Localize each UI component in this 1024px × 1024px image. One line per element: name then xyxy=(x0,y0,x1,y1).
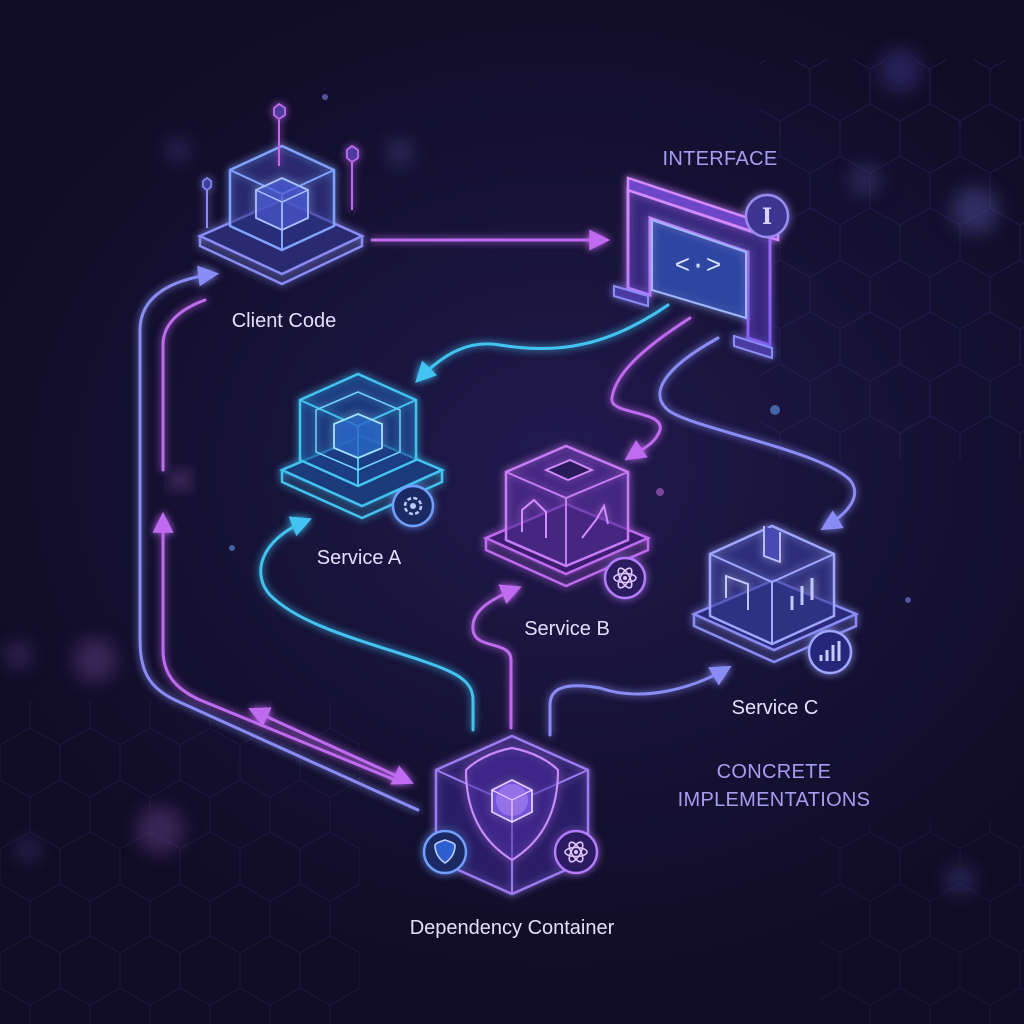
service-b-label: Service B xyxy=(524,618,610,640)
arrow-interface-to-service-a xyxy=(415,303,670,384)
arrow-container-to-service-b xyxy=(471,584,522,730)
arrow-container-to-service-a xyxy=(259,516,475,732)
arrow-interface-to-service-b xyxy=(610,316,692,461)
interface-badge-icon: I xyxy=(762,204,772,230)
client-code-label: Client Code xyxy=(232,310,337,332)
arrow-container-to-client-outer xyxy=(138,265,420,812)
arrow-client-to-container-head xyxy=(248,707,414,785)
service-a-label: Service A xyxy=(317,547,402,569)
interface-label: INTERFACE xyxy=(663,148,778,170)
client-code-node[interactable] xyxy=(196,102,365,286)
service-c-node[interactable] xyxy=(690,524,860,675)
connectors xyxy=(138,229,857,812)
code-symbol-icon: <·> xyxy=(675,251,722,281)
arrow-inner-to-client xyxy=(161,298,207,472)
arrow-interface-to-service-c xyxy=(658,336,857,531)
service-b-node[interactable] xyxy=(482,444,652,600)
arrow-container-to-service-c xyxy=(548,665,732,737)
concrete-implementations-label-line1: CONCRETE xyxy=(717,761,832,783)
service-c-label: Service C xyxy=(732,697,819,719)
dependency-container-label: Dependency Container xyxy=(410,917,615,939)
background-bokeh xyxy=(4,48,999,896)
interface-node[interactable] xyxy=(613,176,790,360)
service-a-node[interactable] xyxy=(278,372,446,528)
arrow-container-to-client-inner xyxy=(161,518,402,784)
concrete-implementations-label-line2: IMPLEMENTATIONS xyxy=(678,789,871,811)
dependency-container-node[interactable] xyxy=(422,734,599,896)
